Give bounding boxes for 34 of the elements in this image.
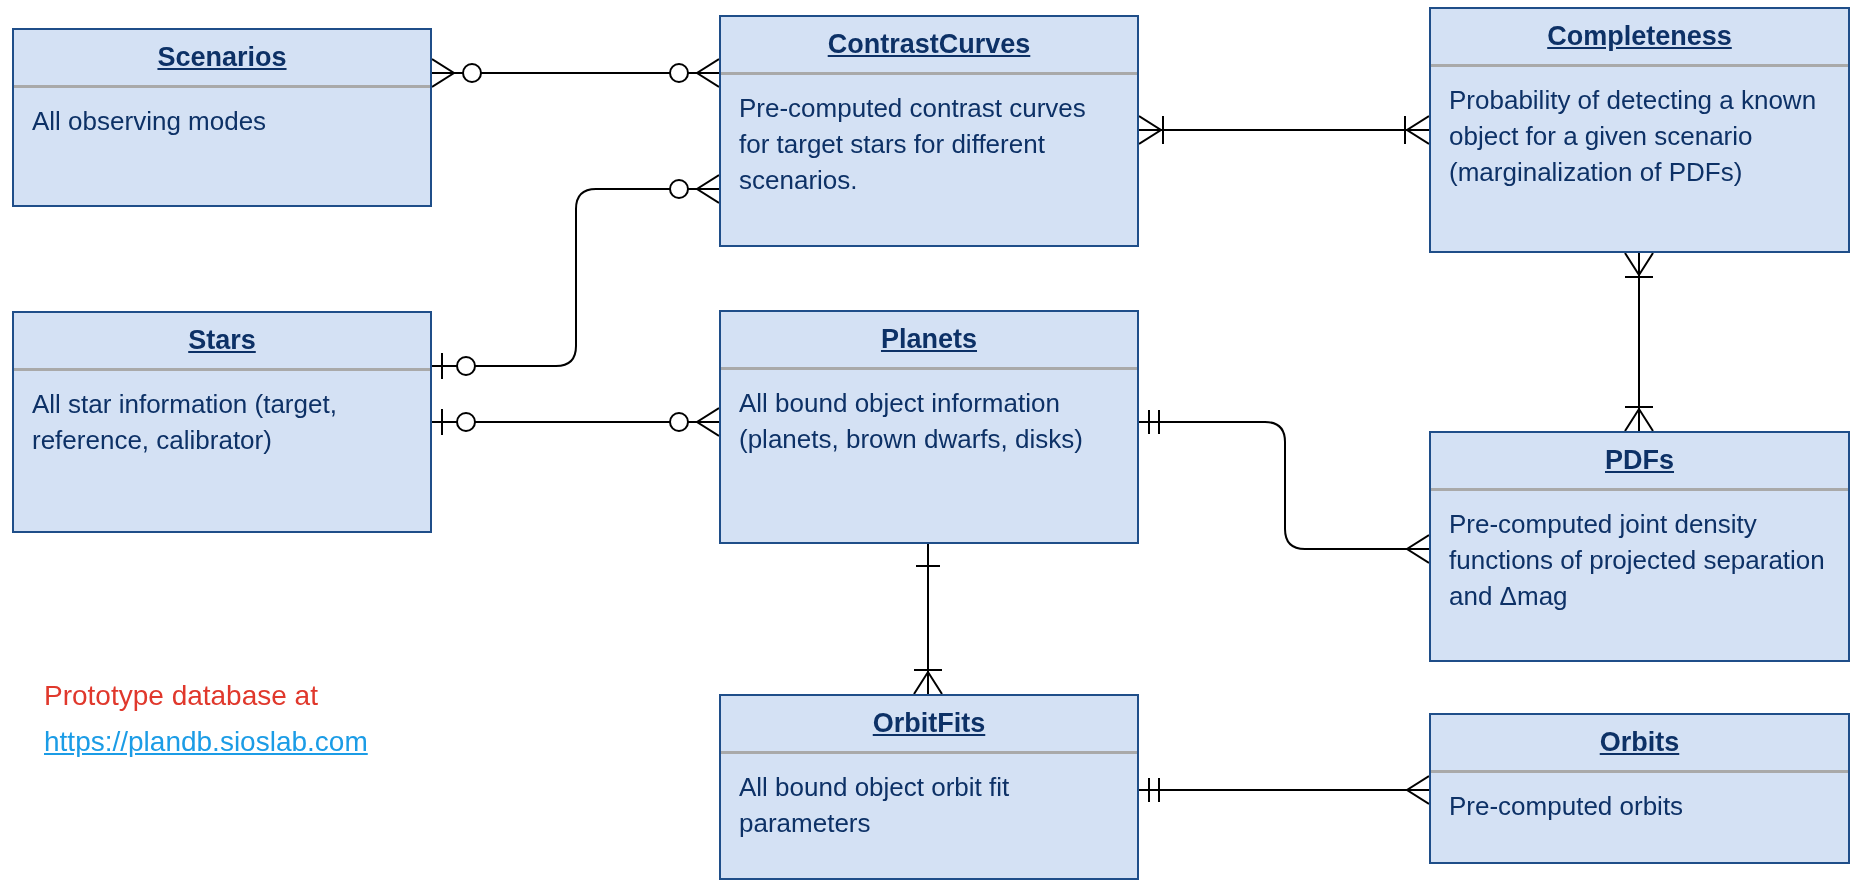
entity-box (12, 28, 432, 207)
entity-description: Probability of detecting a known object for a given scenario (marginalization of PDFs) (1448, 84, 1818, 189)
note-text: Prototype database at (44, 680, 318, 712)
entity-box (719, 310, 1139, 544)
entity-description: All observing modes (31, 105, 268, 138)
relationship-line (431, 174, 720, 380)
relationship-line (1624, 252, 1654, 432)
entity-description: Pre-computed joint density functions of projected separation and Δmag (1448, 508, 1826, 613)
entity-name: Stars (188, 325, 256, 356)
entity-box (12, 311, 432, 533)
relationship-line (1138, 409, 1430, 564)
entity-description: Pre-computed orbits (1448, 790, 1685, 823)
entity-name: Completeness (1547, 21, 1732, 52)
entity-box (1429, 431, 1850, 662)
entity-description: All bound object information (planets, brown dwarfs, disks) (738, 387, 1084, 456)
relationship-line (431, 58, 720, 88)
entity-name: OrbitFits (872, 708, 986, 739)
entity-name: Scenarios (157, 42, 287, 73)
entity-name: Planets (880, 324, 977, 355)
entity-box (719, 694, 1139, 880)
relationship-line (1138, 775, 1430, 805)
entity-name: PDFs (1605, 445, 1674, 476)
entity-description: All bound object orbit fit parameters (738, 771, 1011, 840)
url-link: https://plandb.sioslab.com (44, 726, 368, 758)
entity-description: All star information (target, reference, calibrator) (31, 388, 338, 457)
relationship-line (1138, 115, 1430, 145)
entity-name: ContrastCurves (827, 29, 1031, 60)
relationship-line (913, 543, 943, 695)
entity-box (719, 15, 1139, 247)
entity-box (1429, 713, 1850, 864)
relationship-line (431, 407, 720, 437)
entity-name: Orbits (1599, 727, 1680, 758)
entity-description: Pre-computed contrast curves for target stars for different scenarios. (738, 92, 1087, 197)
entity-box (1429, 7, 1850, 253)
